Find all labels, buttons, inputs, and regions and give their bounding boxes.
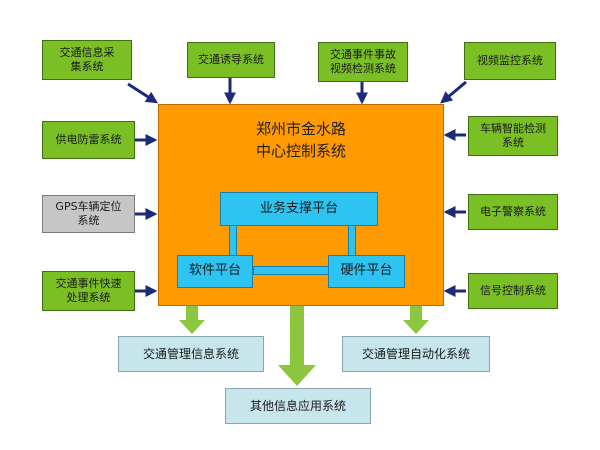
connector-left-vertical xyxy=(229,225,237,257)
electronic-police-box: 电子警察系统 xyxy=(468,194,558,230)
vehicle-detection-box: 车辆智能检测 系统 xyxy=(468,116,558,156)
arrow-out-2 xyxy=(278,306,316,386)
connector-right-vertical xyxy=(348,225,356,257)
incident-video-detection-box: 交通事件事故 视频检测系统 xyxy=(318,42,408,82)
traffic-management-info-box: 交通管理信息系统 xyxy=(118,336,264,372)
arrow-top-1 xyxy=(127,82,159,104)
gps-positioning-box: GPS车辆定位 系统 xyxy=(42,195,135,233)
hardware-platform: 硬件平台 xyxy=(328,255,405,288)
other-info-application-box: 其他信息应用系统 xyxy=(225,388,371,424)
central-control-title: 郑州市金水路 中心控制系统 xyxy=(255,120,346,160)
arrow-top-4 xyxy=(440,80,467,104)
signal-control-box: 信号控制系统 xyxy=(468,273,558,309)
arrow-out-3 xyxy=(403,306,429,334)
traffic-guidance-box: 交通诱导系统 xyxy=(187,42,275,78)
video-surveillance-box: 视频监控系统 xyxy=(464,42,556,80)
software-platform: 软件平台 xyxy=(177,255,253,288)
traffic-management-automation-box: 交通管理自动化系统 xyxy=(342,336,490,372)
business-support-platform: 业务支撑平台 xyxy=(220,192,378,226)
connector-horizontal xyxy=(253,266,330,275)
arrow-out-1 xyxy=(179,306,205,334)
power-lightning-box: 供电防雷系统 xyxy=(42,121,135,159)
traffic-info-collection-box: 交通信息采 集系统 xyxy=(42,40,132,80)
incident-handling-box: 交通事件快速 处理系统 xyxy=(42,271,135,311)
